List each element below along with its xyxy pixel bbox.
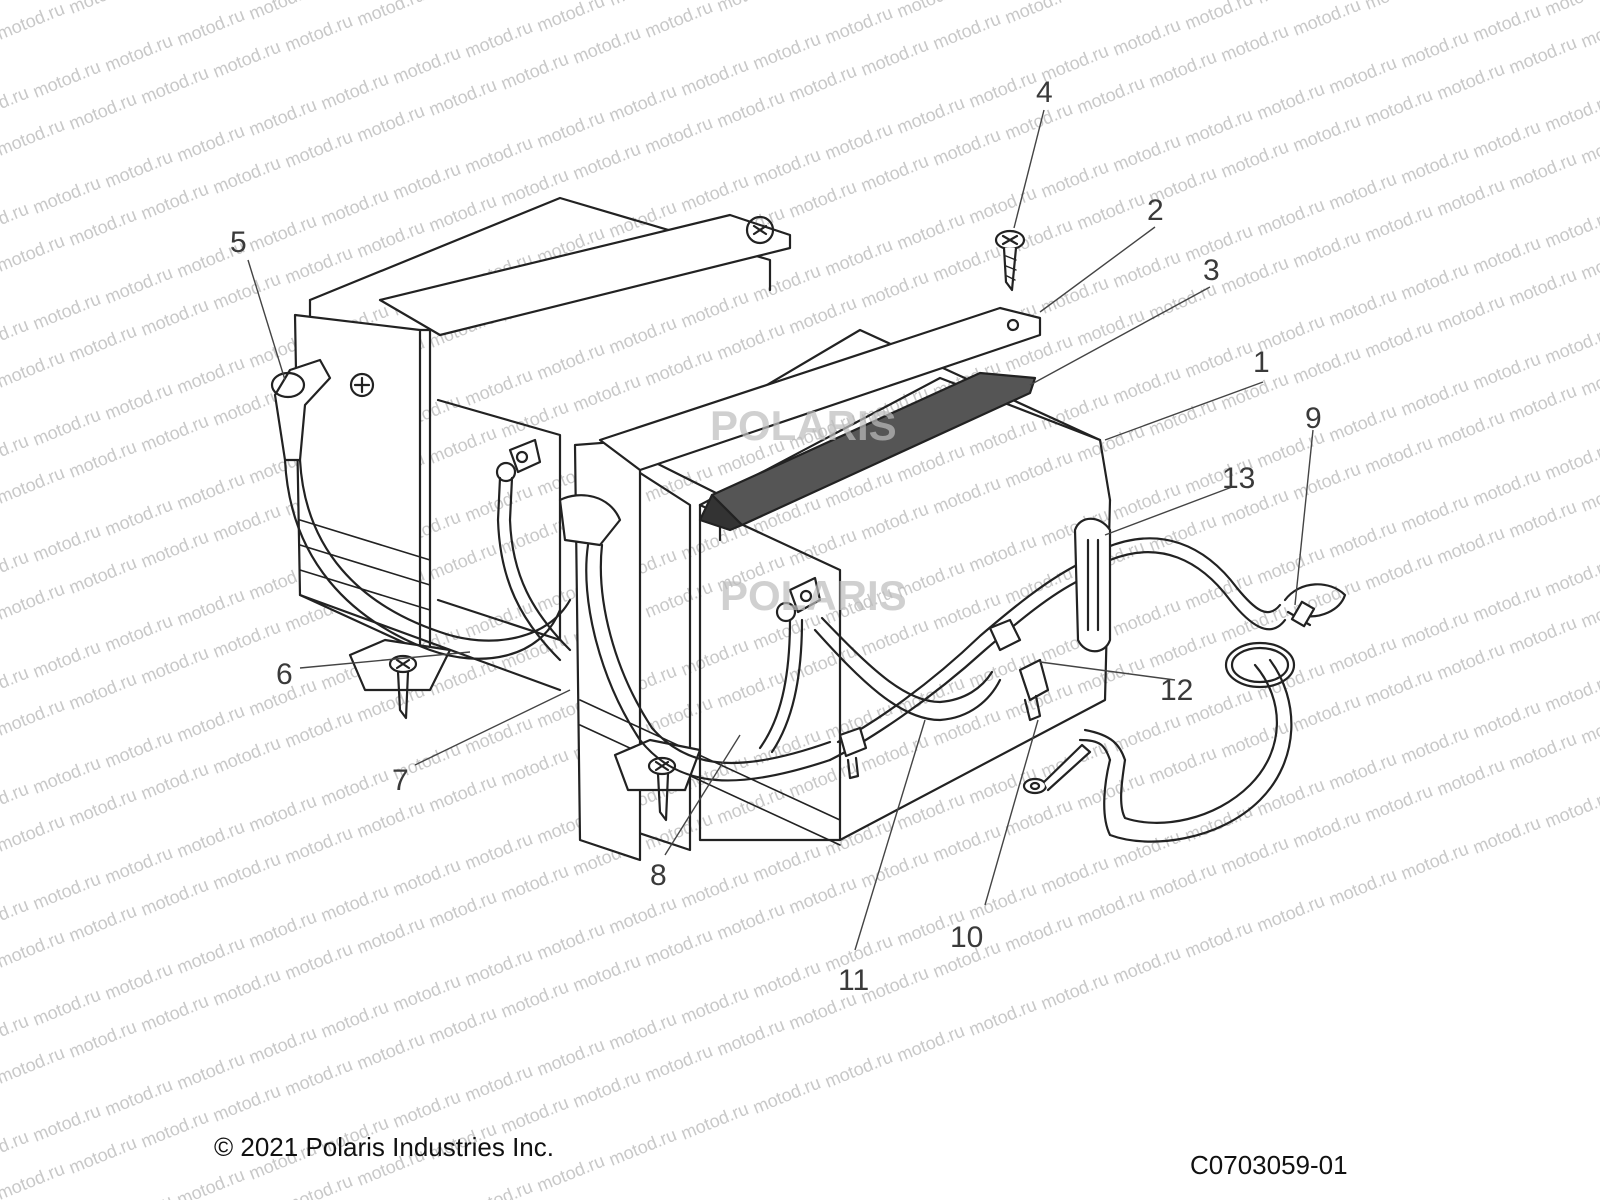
mounting-tab-right [613,738,702,822]
mounting-tab-left [348,638,452,720]
fuse-holder [1224,583,1347,689]
rear-hold-down-strap [378,213,792,337]
callout-labels: 1 2 3 4 5 6 7 8 9 10 11 12 13 [230,76,1322,997]
rear-battery [293,196,772,692]
callout-11: 11 [838,964,869,997]
brand-watermark-top: POLARIS [710,402,897,449]
callout-7: 7 [392,764,409,797]
callout-9: 9 [1305,402,1322,435]
cable-retainer [1073,517,1112,653]
callout-1: 1 [1253,346,1270,379]
callout-2: 2 [1147,194,1164,227]
brand-watermark-mid: POLARIS [720,572,907,619]
callout-10: 10 [950,921,983,954]
callout-5: 5 [230,226,247,259]
battery-cables [283,458,1293,843]
callout-6: 6 [276,658,293,691]
ring-terminal [1022,743,1092,795]
terminal-boot [270,358,332,462]
callout-13: 13 [1222,462,1255,495]
leader-lines [247,109,1314,951]
callout-8: 8 [650,859,667,892]
terminal-posts [495,438,822,623]
nut-and-bolt [838,618,1050,780]
callout-3: 3 [1203,254,1220,287]
screw [994,229,1026,292]
copyright-notice: © 2021 Polaris Industries Inc. [214,1132,554,1162]
strap-pad [698,371,1037,532]
callout-4: 4 [1036,76,1053,109]
drawing-code: C0703059-01 [1190,1150,1348,1180]
front-hold-down-strap [598,306,1042,472]
callout-12: 12 [1160,674,1193,707]
